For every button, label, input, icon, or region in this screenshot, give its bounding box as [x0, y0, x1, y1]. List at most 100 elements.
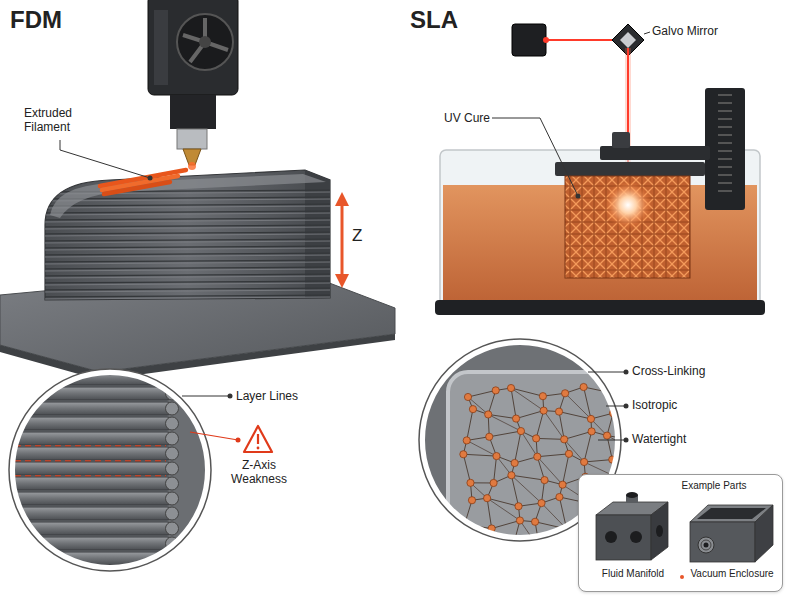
polymer-bond — [559, 412, 591, 419]
leader-dot — [624, 404, 629, 409]
layer-strand — [5, 387, 173, 400]
monomer-node — [613, 390, 620, 397]
monomer-node — [464, 393, 471, 400]
callout-label: Extruded Filament — [24, 106, 104, 135]
leader-line — [182, 396, 230, 397]
polymer-bond — [511, 388, 516, 419]
polymer-bond — [465, 541, 497, 546]
monomer-node — [468, 497, 475, 504]
polymer-bond — [492, 520, 520, 528]
layer-line — [40, 239, 335, 241]
polymer-bond — [488, 414, 521, 431]
polymer-bond — [564, 439, 584, 462]
layer-strand — [5, 537, 173, 550]
polymer-bond — [536, 438, 564, 440]
polymer-bond — [511, 388, 543, 396]
strand-section — [166, 372, 179, 385]
build-platform — [555, 162, 705, 176]
layer-strand — [5, 477, 173, 490]
z-tower — [705, 88, 745, 210]
layer-line — [40, 260, 335, 262]
part-item: Fluid Manifold — [583, 568, 683, 588]
warning-dot — [257, 447, 260, 450]
monomer-node — [564, 538, 571, 545]
port-boss — [626, 495, 638, 503]
laser-source — [512, 24, 549, 56]
leader-line — [60, 140, 150, 178]
fan — [177, 14, 233, 70]
polymer-bond — [584, 431, 592, 462]
layer-highlight — [40, 262, 335, 264]
part-rim — [690, 505, 773, 522]
separator-dot — [680, 575, 684, 579]
monomer-node — [512, 415, 519, 422]
layer-line — [40, 253, 335, 255]
monomer-node — [581, 458, 588, 465]
uv-spot — [604, 181, 652, 229]
leader-dot — [624, 370, 629, 375]
port-hole — [656, 525, 663, 537]
polymer-bond — [467, 440, 497, 456]
lead-screw — [718, 95, 732, 191]
monomer-node — [562, 390, 569, 397]
monomer-node — [536, 546, 543, 553]
monomer-node — [603, 432, 610, 439]
leader-dot — [576, 194, 581, 199]
polymer-bond — [540, 541, 568, 549]
monomer-node — [588, 428, 595, 435]
threaded-port — [698, 537, 714, 553]
panel-title: SLA — [410, 6, 500, 35]
polymer-bond — [494, 456, 497, 483]
polymer-bond — [487, 498, 520, 520]
polymer-bond — [584, 387, 591, 419]
nozzle-tip — [188, 162, 196, 170]
monomer-node — [485, 411, 492, 418]
weak-bond-line — [5, 460, 166, 461]
z-axis-arrow — [335, 192, 349, 288]
monomer-node — [636, 449, 643, 456]
monomer-node — [539, 393, 546, 400]
part-front — [690, 522, 755, 562]
monomer-node — [469, 406, 476, 413]
part-item: Vacuum Enclosure — [683, 568, 781, 588]
monomer-node — [534, 453, 541, 460]
monomer-node — [533, 435, 540, 442]
build-plate-edge — [0, 334, 395, 380]
polymer-bond — [464, 525, 465, 547]
layer-highlight — [40, 213, 335, 215]
monomer-node — [507, 384, 514, 391]
polymer-bond — [487, 498, 518, 506]
layer-highlight — [40, 220, 335, 222]
monomer-node — [461, 543, 468, 550]
layer-strand — [5, 462, 173, 475]
panel-title: FDM — [10, 6, 100, 35]
polymer-bond — [511, 475, 518, 506]
strand-section — [166, 492, 179, 505]
enclosure-part — [690, 505, 773, 562]
head-body — [148, 0, 238, 95]
layer-line — [40, 295, 335, 297]
thread-ring — [701, 540, 711, 550]
arrow-head — [335, 192, 349, 206]
polymer-bond — [468, 397, 488, 414]
platform-knob — [612, 132, 630, 148]
monomer-node — [561, 436, 568, 443]
weak-bond-line — [5, 445, 166, 446]
polymer-bond — [512, 548, 539, 550]
leader-line — [190, 432, 238, 440]
monomer-node — [587, 415, 594, 422]
leader-dot — [236, 438, 241, 443]
mirror-face — [620, 32, 636, 48]
layer-strand — [5, 432, 173, 445]
layer-line — [40, 274, 335, 276]
layer-line — [40, 218, 335, 220]
polymer-bond — [487, 498, 492, 528]
zoom-content — [5, 372, 179, 580]
layer-highlight — [40, 234, 335, 236]
monomer-node — [580, 383, 587, 390]
part-top-face — [50, 174, 326, 218]
arrow-shaft — [341, 204, 344, 276]
port-hole — [704, 543, 709, 548]
strand-section — [166, 477, 179, 490]
